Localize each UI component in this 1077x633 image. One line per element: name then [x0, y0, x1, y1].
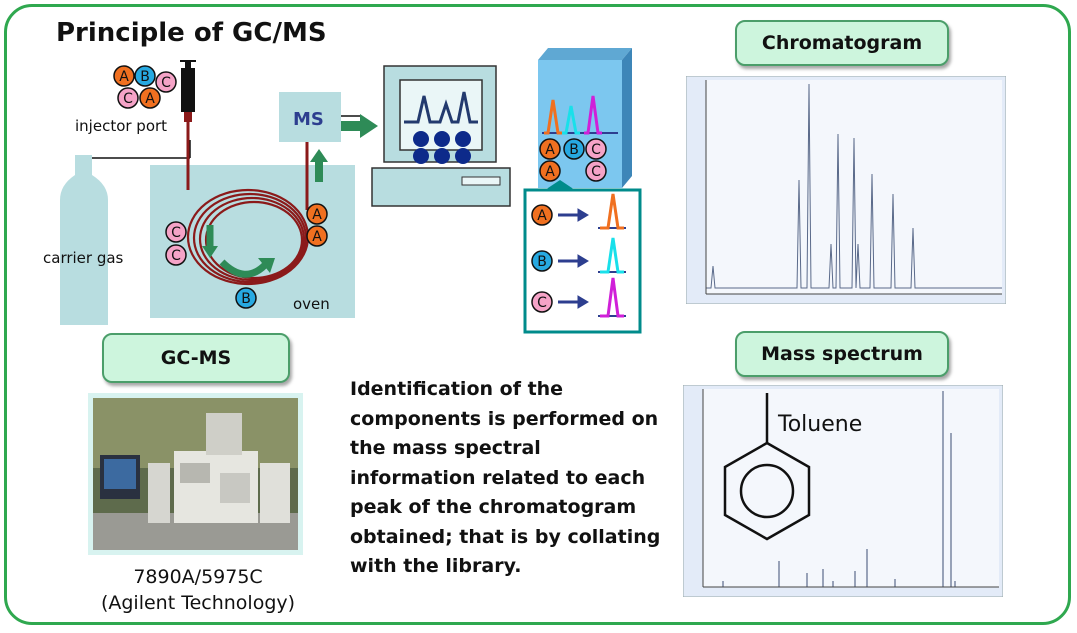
- svg-text:B: B: [241, 291, 251, 307]
- svg-text:C: C: [537, 295, 547, 311]
- injector-port-label: injector port: [75, 117, 167, 135]
- oven-label: oven: [293, 295, 330, 313]
- molecule-b: B: [563, 138, 585, 160]
- mass-spectrum-image: Toluene: [683, 385, 1003, 597]
- ms-label: MS: [293, 109, 324, 130]
- carrier-gas-cylinder: [60, 155, 108, 325]
- molecule-a: A: [539, 160, 561, 182]
- svg-text:C: C: [591, 142, 601, 158]
- molecule-c: C: [585, 138, 607, 160]
- molecule-b: B: [235, 287, 257, 309]
- molecule-c: C: [585, 160, 607, 182]
- svg-text:B: B: [537, 254, 547, 270]
- molecule-a: A: [139, 87, 161, 109]
- molecule-c: C: [531, 291, 553, 313]
- svg-text:A: A: [545, 164, 555, 180]
- svg-text:B: B: [569, 142, 579, 158]
- svg-text:C: C: [123, 91, 133, 107]
- mass-spectrum-heading: Mass spectrum: [735, 331, 949, 377]
- molecule-a: A: [539, 138, 561, 160]
- instrument-model: 7890A/5975C: [133, 566, 263, 588]
- chromatogram-image: [686, 76, 1006, 304]
- svg-text:C: C: [171, 225, 181, 241]
- molecule-c: C: [117, 87, 139, 109]
- svg-text:A: A: [145, 91, 155, 107]
- svg-text:A: A: [119, 69, 129, 85]
- svg-text:A: A: [537, 208, 547, 224]
- molecule-a: A: [306, 225, 328, 247]
- instrument-maker: (Agilent Technology): [100, 592, 296, 614]
- molecule-b: B: [531, 250, 553, 272]
- svg-text:C: C: [171, 248, 181, 264]
- molecule-a: A: [306, 203, 328, 225]
- compound-label: Toluene: [777, 412, 862, 437]
- svg-text:A: A: [312, 207, 322, 223]
- instrument-photo: [88, 393, 303, 555]
- toluene-structure: [723, 393, 811, 541]
- outer-frame: [4, 4, 1071, 625]
- page-title: Principle of GC/MS: [56, 18, 327, 48]
- carrier-gas-label: carrier gas: [43, 249, 124, 267]
- chromatogram-line: [706, 83, 1002, 289]
- chromatogram-trace: [706, 83, 1002, 289]
- identification-description: Identification of the components is perf…: [350, 378, 661, 577]
- computer-icon: [371, 65, 511, 207]
- svg-text:A: A: [545, 142, 555, 158]
- mass-spectrum-trace: [722, 391, 956, 587]
- molecule-c: C: [165, 244, 187, 266]
- svg-text:C: C: [161, 75, 171, 91]
- peak-legend-arrows: [558, 208, 589, 309]
- injector: [181, 68, 195, 112]
- svg-text:C: C: [591, 164, 601, 180]
- molecule-a: A: [531, 204, 553, 226]
- gcms-heading: GC-MS: [102, 333, 290, 383]
- molecule-c: C: [155, 71, 177, 93]
- svg-text:B: B: [140, 69, 150, 85]
- ms-box: [279, 92, 341, 142]
- chromatogram-heading: Chromatogram: [735, 20, 949, 66]
- molecule-c: C: [165, 221, 187, 243]
- svg-text:A: A: [312, 229, 322, 245]
- molecule-a: A: [113, 65, 135, 87]
- molecule-b: B: [134, 65, 156, 87]
